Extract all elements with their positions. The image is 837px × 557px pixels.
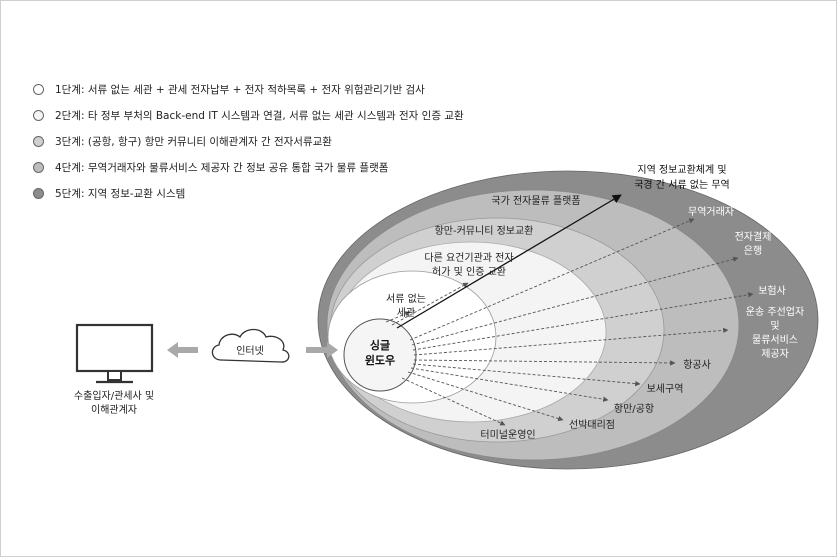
dashed-arrow-customs xyxy=(385,311,411,323)
legend-label: 1단계: 서류 없는 세관 + 관세 전자납부 + 전자 적하목록 + 전자 위… xyxy=(55,83,425,96)
solid-arrow-regional xyxy=(396,194,622,329)
dashed-arrow-insurance xyxy=(412,292,754,351)
right-arrow-icon xyxy=(306,342,338,358)
legend-label: 3단계: (공항, 항구) 항만 커뮤니티 이해관계자 간 전자서류교환 xyxy=(55,135,332,148)
monitor-label-bottom: 이해관계자 xyxy=(91,403,137,416)
legend-label: 5단계: 지역 정보-교환 시스템 xyxy=(55,187,186,200)
dashed-connector-group xyxy=(385,218,754,426)
cloud-icon xyxy=(211,328,290,363)
internet-label: 인터넷 xyxy=(236,345,264,357)
endpoint-logistics-line1: 운송 주선업자 xyxy=(746,305,804,318)
legend-label: 4단계: 무역거래자와 물류서비스 제공자 간 정보 공유 통합 국가 물류 플… xyxy=(55,161,389,174)
stage-legend: 1단계: 서류 없는 세관 + 관세 전자납부 + 전자 적하목록 + 전자 위… xyxy=(33,76,464,206)
legend-label: 2단계: 타 정부 부처의 Back-end IT 시스템과 연결, 서류 없는… xyxy=(55,109,464,122)
single-window-label-bottom: 윈도우 xyxy=(365,353,395,367)
endpoint-payment-line2: 은행 xyxy=(744,245,762,257)
stage-1-label-top: 서류 없는 xyxy=(386,292,426,305)
dashed-arrow-payment xyxy=(411,256,739,346)
dashed-arrow-trader xyxy=(409,218,695,341)
legend-item-stage-1: 1단계: 서류 없는 세관 + 관세 전자납부 + 전자 적하목록 + 전자 위… xyxy=(33,76,464,102)
stage-4-label: 국가 전자물류 플랫폼 xyxy=(491,195,580,207)
endpoint-logistics-line2: 및 xyxy=(770,320,779,332)
stage-5-label-top: 지역 정보교환체계 및 xyxy=(637,164,726,176)
endpoint-terminal: 터미널운영인 xyxy=(480,429,535,441)
dashed-arrow-airline xyxy=(413,359,676,366)
legend-item-stage-3: 3단계: (공항, 항구) 항만 커뮤니티 이해관계자 간 전자서류교환 xyxy=(33,128,464,154)
dashed-arrow-port xyxy=(410,367,609,402)
stage-2-label-bottom: 허가 및 인증 교환 xyxy=(432,266,506,278)
endpoint-trader: 무역거래자 xyxy=(688,206,734,218)
legend-marker xyxy=(33,161,44,173)
monitor-label-top: 수출입자/관세사 및 xyxy=(74,389,154,402)
legend-marker xyxy=(33,109,44,121)
legend-item-stage-2: 2단계: 타 정부 부처의 Back-end IT 시스템과 연결, 서류 없는… xyxy=(33,102,464,128)
endpoint-bonded: 보세구역 xyxy=(647,383,684,395)
single-window-label-top: 싱글 xyxy=(370,338,390,352)
dashed-arrow-bonded xyxy=(412,363,641,387)
stage-3-label: 항만-커뮤니티 정보교환 xyxy=(435,225,534,237)
stage-5-label-bottom: 국경 간 서류 없는 무역 xyxy=(634,178,730,191)
dashed-arrow-terminal xyxy=(401,377,506,426)
endpoint-airline: 항공사 xyxy=(683,359,711,371)
stage-2-label-top: 다른 요건기관과 전자 xyxy=(424,252,513,264)
legend-marker xyxy=(33,187,44,199)
endpoint-logistics-line4: 제공자 xyxy=(761,348,789,360)
endpoint-logistics-line3: 물류서비스 xyxy=(752,334,798,346)
endpoint-insurance: 보험사 xyxy=(758,285,786,297)
left-arrow-icon xyxy=(167,342,198,358)
legend-marker xyxy=(33,135,44,147)
dashed-arrow-shipping xyxy=(407,371,564,422)
dashed-arrow-logistics xyxy=(413,327,729,356)
legend-marker xyxy=(33,83,44,95)
legend-item-stage-5: 5단계: 지역 정보-교환 시스템 xyxy=(33,180,464,206)
endpoint-shipping: 선박대리점 xyxy=(569,419,615,431)
endpoint-payment-line1: 전자결제 xyxy=(735,231,772,243)
legend-item-stage-4: 4단계: 무역거래자와 물류서비스 제공자 간 정보 공유 통합 국가 물류 플… xyxy=(33,154,464,180)
dashed-arrow-permit xyxy=(391,282,469,326)
stage-1-label-bottom: 세관 xyxy=(397,307,415,319)
monitor-icon xyxy=(75,323,154,384)
endpoint-port: 항만/공항 xyxy=(614,403,654,415)
